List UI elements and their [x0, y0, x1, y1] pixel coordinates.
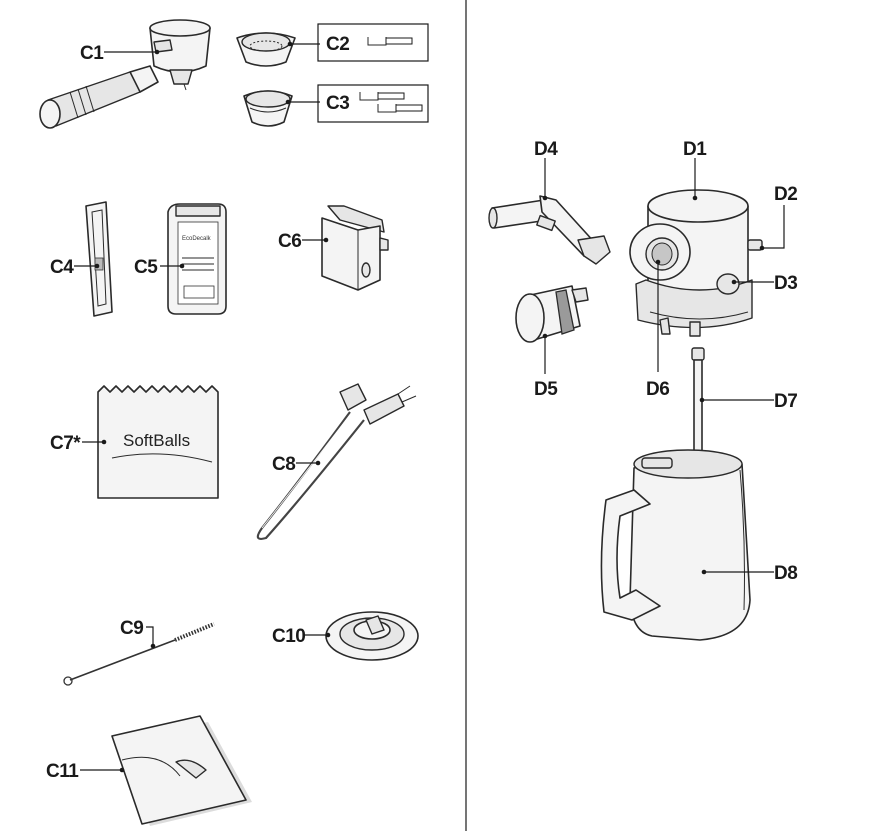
cup-icon-double-a-spout — [377, 92, 405, 100]
leader-dot-c9 — [150, 643, 156, 649]
leader-dot-c5 — [179, 263, 185, 269]
label-c3: C3 — [326, 93, 349, 114]
cloth-c11 — [111, 715, 252, 826]
leader-dot-d3 — [731, 279, 737, 285]
box-c3 — [317, 84, 429, 123]
label-c2: C2 — [326, 34, 349, 55]
clean-knob-d3 — [716, 273, 740, 295]
leader-dot-c3 — [285, 99, 291, 105]
drip-disc-c10 — [325, 611, 419, 661]
box-c2 — [317, 23, 429, 62]
leader-dot-d1 — [692, 195, 698, 201]
leader-dot-d7 — [699, 397, 705, 403]
label-c11: C11 — [46, 761, 79, 782]
adaptor-c6 — [321, 205, 389, 291]
cup-icon-double-a — [359, 92, 379, 101]
descaler-brand-text: EcoDecalk — [182, 236, 212, 242]
leader-dot-c10 — [325, 632, 331, 638]
label-c1: C1 — [80, 43, 104, 64]
leader-dot-c7 — [101, 439, 107, 445]
leader-dot-c2 — [287, 41, 293, 47]
label-d3: D3 — [774, 273, 797, 294]
power-cable-c8 — [256, 383, 417, 540]
leader-dot-d2 — [759, 245, 765, 251]
label-d2: D2 — [774, 184, 797, 205]
label-c6: C6 — [278, 231, 301, 252]
cup-icon-double-b-spout — [395, 104, 423, 112]
test-strip-c4 — [85, 201, 113, 317]
filter-c2 — [236, 32, 296, 67]
leader-dot-c6 — [323, 237, 329, 243]
leader-dot-d6 — [655, 259, 661, 265]
filter-c3 — [243, 90, 293, 127]
steam-arm-d4 — [488, 195, 611, 265]
milk-jug-d8 — [600, 449, 751, 641]
cleaning-brush-c9 — [63, 622, 215, 686]
label-c10: C10 — [272, 626, 305, 647]
froth-knob-d2 — [747, 239, 763, 251]
cup-icon-single-spout — [385, 37, 413, 45]
leader-dot-c11 — [119, 767, 125, 773]
regulator-knob-d5 — [515, 285, 589, 343]
label-c8: C8 — [272, 454, 295, 475]
label-c7: C7* — [50, 433, 81, 454]
leader-dot-c1 — [154, 49, 160, 55]
label-c9: C9 — [120, 618, 143, 639]
cup-icon-double-b — [377, 104, 397, 113]
connector-ring-d6 — [629, 223, 691, 281]
softballs-brand-text: SoftBalls — [123, 431, 190, 450]
label-d7: D7 — [774, 391, 797, 412]
descaler-bottle-c5: EcoDecalk — [167, 203, 227, 315]
leader-dot-d4 — [542, 195, 548, 201]
leader-dot-c8 — [315, 460, 321, 466]
leader-d2 — [762, 205, 785, 249]
leader-dot-d5 — [542, 333, 548, 339]
label-d6: D6 — [646, 379, 669, 400]
softballs-bag-c7: SoftBalls — [97, 385, 219, 499]
label-d8: D8 — [774, 563, 797, 584]
label-d4: D4 — [534, 139, 558, 160]
portafilter-c1 — [39, 19, 211, 129]
label-d5: D5 — [534, 379, 558, 400]
leader-dot-c4 — [94, 263, 100, 269]
label-c5: C5 — [134, 257, 158, 278]
leader-c9 — [146, 626, 154, 646]
cup-icon-single — [367, 37, 387, 46]
label-c4: C4 — [50, 257, 74, 278]
label-d1: D1 — [683, 139, 707, 160]
leader-dot-d8 — [701, 569, 707, 575]
